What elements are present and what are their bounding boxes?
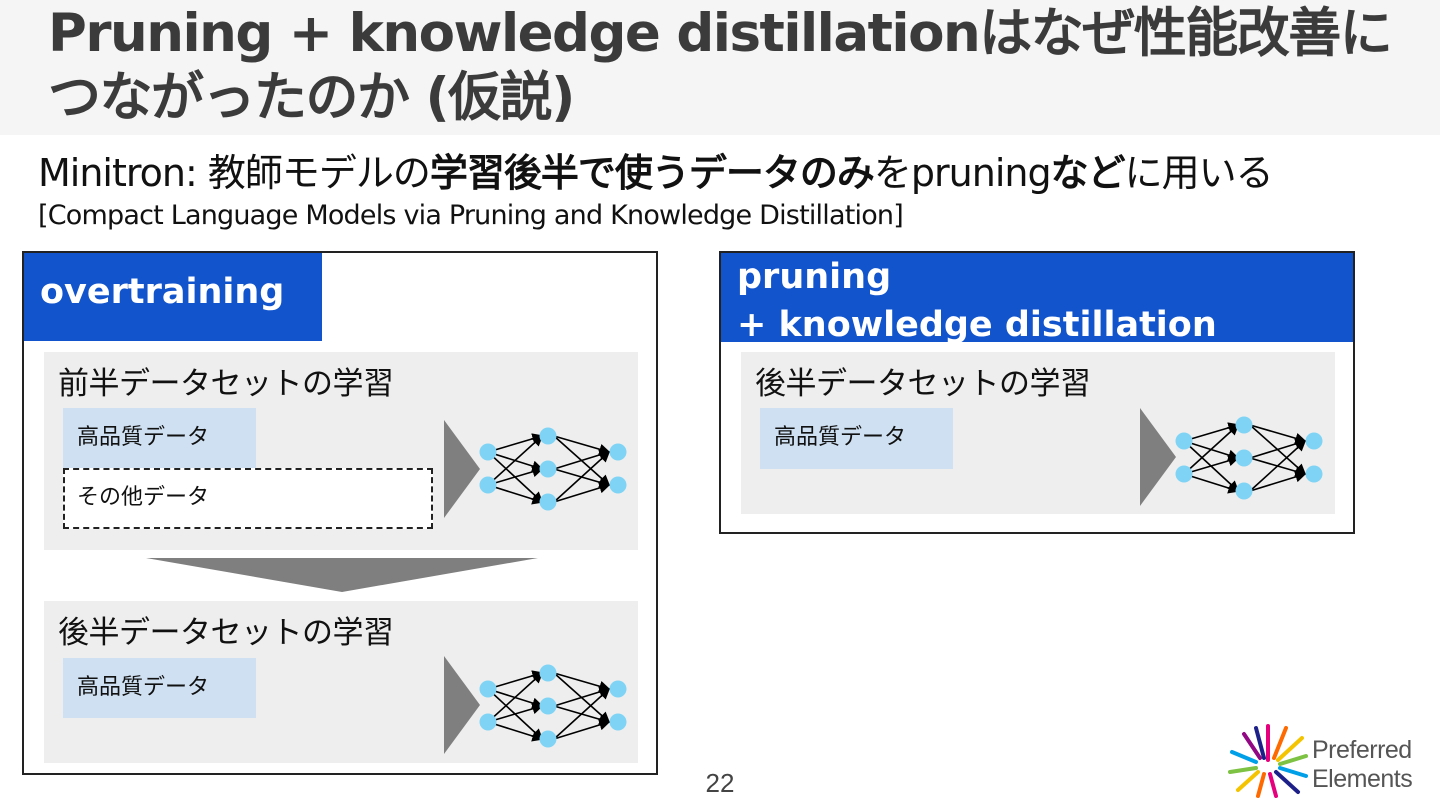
page-number: 22 (705, 768, 735, 798)
subtitle-suffix: に用いる (1124, 151, 1274, 195)
pruning-kd-panel: pruning + knowledge distillation 後半データセッ… (719, 251, 1355, 534)
subtitle-plain-2: pruning (910, 151, 1052, 195)
high-quality-data-chip: 高品質データ (63, 408, 256, 468)
second-half-stage-title: 後半データセットの学習 (755, 366, 1091, 402)
first-half-stage-title: 前半データセットの学習 (58, 366, 394, 402)
logo-line1: Preferred (1312, 736, 1412, 764)
pruning-kd-header: pruning + knowledge distillation (721, 253, 1353, 345)
second-half-stage: 後半データセットの学習 高品質データ (44, 601, 638, 763)
second-half-stage-title: 後半データセットの学習 (58, 615, 394, 651)
slide-title: Pruning + knowledge distillationはなぜ性能改善に… (48, 3, 1393, 128)
paper-reference: [Compact Language Models via Pruning and… (38, 200, 904, 231)
second-half-stage: 後半データセットの学習 高品質データ (741, 352, 1335, 514)
high-quality-data-chip: 高品質データ (760, 408, 953, 469)
right-triangle-arrow-icon (444, 420, 480, 518)
overtraining-panel: overtraining 前半データセットの学習 高品質データ その他データ (22, 251, 658, 775)
subtitle-mid: を (873, 151, 912, 195)
preferred-elements-logo-icon (1228, 724, 1308, 798)
logo-wordmark: Preferred Elements (1312, 736, 1413, 794)
neural-network-icon (1175, 416, 1323, 500)
overtraining-header-label: overtraining (40, 272, 285, 312)
neural-network-icon (479, 664, 627, 748)
subtitle-prefix: Minitron: 教師モデルの (38, 151, 431, 195)
neural-network-icon (479, 427, 627, 511)
title-band (0, 0, 1440, 135)
slide-subtitle: Minitron: 教師モデルの学習後半で使うデータのみをpruningなどに用… (38, 148, 1274, 198)
pruning-kd-header-line2: + knowledge distillation (737, 305, 1217, 345)
subtitle-emphasis-2: など (1050, 151, 1126, 195)
pruning-kd-header-line1: pruning (737, 257, 892, 297)
logo-line2: Elements (1312, 765, 1413, 793)
other-data-chip: その他データ (63, 468, 433, 529)
right-triangle-arrow-icon (444, 656, 480, 754)
first-half-stage: 前半データセットの学習 高品質データ その他データ (44, 352, 638, 550)
subtitle-emphasis-1: 学習後半で使うデータのみ (429, 151, 875, 195)
high-quality-data-chip: 高品質データ (63, 658, 256, 718)
right-triangle-arrow-icon (1140, 408, 1176, 506)
overtraining-header: overtraining (24, 253, 322, 341)
down-arrow-icon (146, 558, 538, 592)
